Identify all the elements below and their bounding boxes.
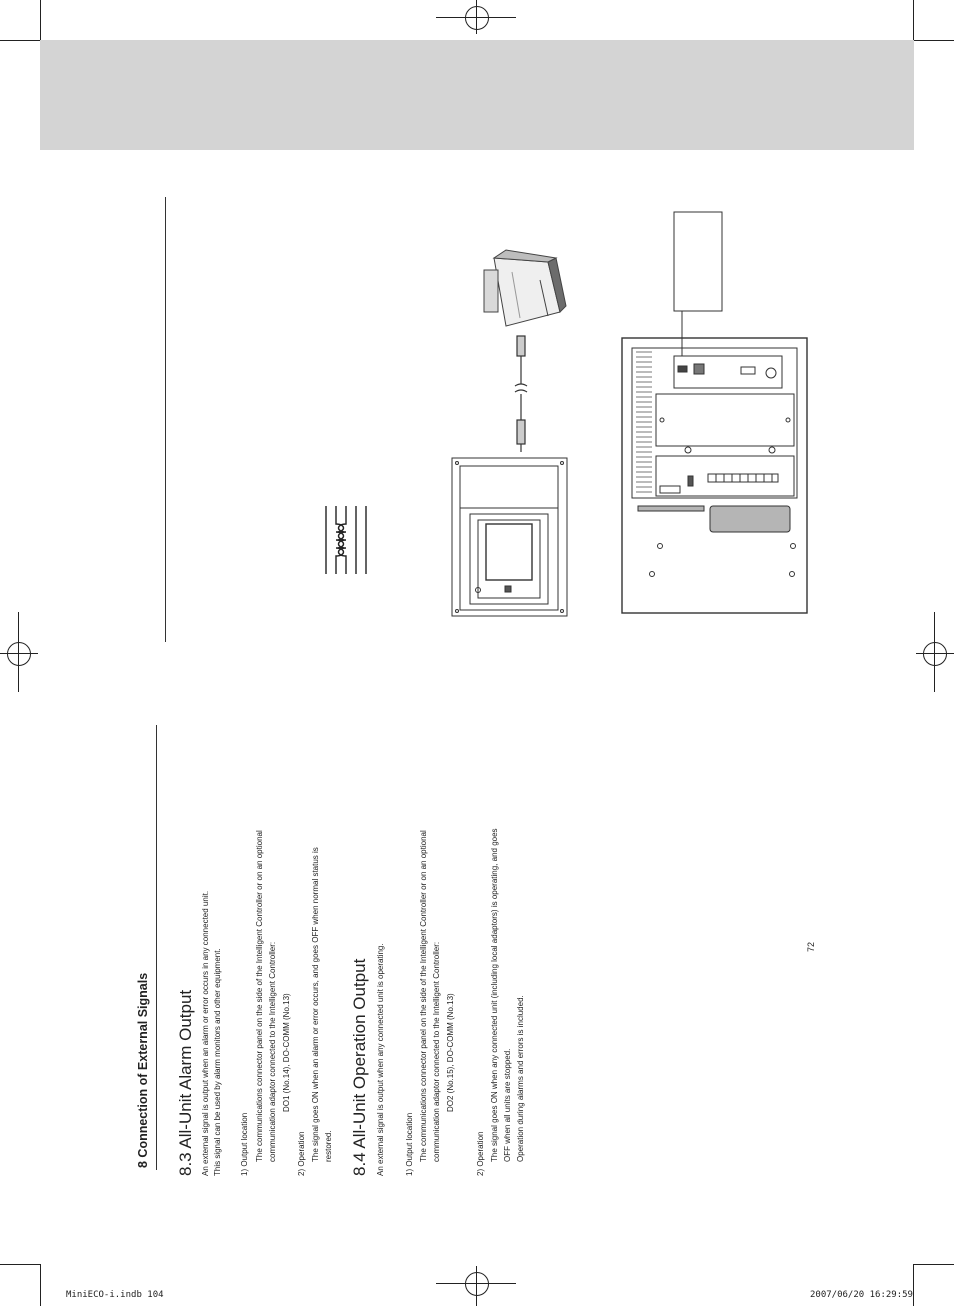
crop-mark [0, 1264, 40, 1265]
section-8-4-item-1-heading: 1) Output location [405, 1112, 414, 1176]
cable-icon [514, 335, 528, 452]
external-equipment-box [673, 211, 723, 312]
crop-mark [40, 1264, 41, 1306]
section-8-4-intro-1: An external signal is output when any co… [376, 943, 385, 1176]
section-8-4-item-1-line-1: The communications connector panel on th… [419, 830, 428, 1162]
crop-mark [914, 40, 954, 41]
crop-mark [0, 40, 40, 41]
section-8-4-item-1-line-3: DO2 (No.15), DO-COMM (No.13) [446, 993, 455, 1112]
chapter-rule [156, 725, 157, 1170]
section-8-3-item-2-heading: 2) Operation [297, 1131, 306, 1176]
section-8-4-item-2-heading: 2) Operation [476, 1131, 485, 1176]
registration-mark-left [7, 642, 31, 666]
page-number: 72 [806, 941, 816, 952]
section-8-3-item-1-line-2: communication adaptor connected to the I… [268, 941, 277, 1162]
section-8-3-item-1-heading: 1) Output location [240, 1112, 249, 1176]
section-8-4-item-2-line-3: Operation during alarms and errors is in… [516, 995, 525, 1162]
footer-timestamp: 2007/06/20 16:29:59 [810, 1290, 913, 1300]
vent-slots [636, 351, 652, 493]
registration-mark-bottom [465, 1272, 489, 1296]
section-8-4-item-2-line-1: The signal goes ON when any connected un… [490, 828, 499, 1162]
section-8-3-intro-2: This signal can be used by alarm monitor… [213, 948, 222, 1176]
section-8-4-item-1-line-2: communication adaptor connected to the I… [432, 941, 441, 1162]
footer-file-info: MiniECO-i.indb 104 [66, 1290, 164, 1300]
crop-mark [913, 0, 914, 40]
registration-mark-right [934, 612, 935, 692]
section-8-3-intro-1: An external signal is output when an ala… [201, 890, 210, 1176]
printer-icon [483, 249, 567, 327]
chapter-title: 8 Connection of External Signals [136, 972, 150, 1168]
registration-mark-right [916, 653, 954, 654]
crop-mark [914, 1264, 954, 1265]
intelligent-controller-icon [621, 337, 808, 614]
section-title-8-4: 8.4 All-Unit Operation Output [350, 958, 369, 1176]
registration-mark-right [923, 642, 947, 666]
registration-mark-bottom [476, 1266, 477, 1306]
twisted-wire-symbol-icon [325, 506, 367, 574]
header-band [40, 40, 914, 150]
crop-mark [913, 1264, 914, 1306]
section-8-3-item-1-line-3: DO1 (No.14), DO-COMM (No.13) [282, 993, 291, 1112]
section-title-8-3: 8.3 All-Unit Alarm Output [176, 989, 195, 1176]
registration-mark-top [476, 0, 477, 34]
section-8-4-item-2-line-2: OFF when all units are stopped. [503, 1048, 512, 1162]
section-8-3-item-1-line-1: The communications connector panel on th… [255, 830, 264, 1162]
section-8-3-item-2-line-1: The signal goes ON when an alarm or erro… [311, 847, 320, 1162]
registration-mark-left [18, 612, 19, 692]
registration-mark-left [0, 653, 38, 654]
registration-mark-top [465, 6, 489, 30]
section-divider [165, 197, 166, 642]
crop-mark [40, 0, 41, 40]
section-8-3-item-2-line-2: restored. [324, 1130, 333, 1162]
controller-device-icon [451, 457, 568, 617]
